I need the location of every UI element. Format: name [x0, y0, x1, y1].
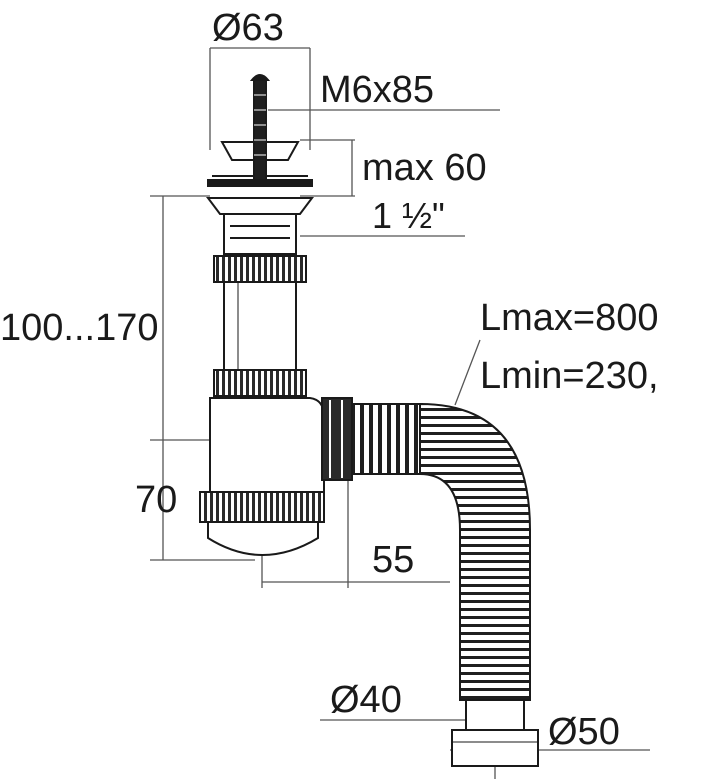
- label-outlet-diameter-small: Ø40: [330, 679, 402, 721]
- label-thread: 1 ½": [372, 195, 445, 236]
- vertical-tube: [223, 281, 297, 371]
- label-offset: 55: [372, 539, 414, 581]
- bellows-vertical: [459, 529, 531, 701]
- upper-nut: [213, 255, 307, 283]
- label-length-max: Lmax=800: [480, 297, 659, 339]
- bellows-bend: [419, 402, 532, 531]
- bottom-nut: [199, 491, 325, 523]
- label-length-min: Lmin=230,: [480, 355, 659, 397]
- label-max-thickness: max 60: [362, 147, 487, 189]
- middle-nut: [213, 369, 307, 397]
- screw: [249, 74, 271, 181]
- outlet-pipe: [451, 699, 539, 767]
- label-trap-height: 70: [135, 479, 177, 521]
- trap-body: [207, 397, 325, 556]
- side-nut: [321, 397, 353, 481]
- label-outlet-diameter-large: Ø50: [548, 711, 620, 753]
- bellows-horizontal: [351, 403, 423, 475]
- drain-flange: [206, 197, 314, 255]
- label-screw: M6x85: [320, 69, 434, 111]
- label-top-diameter: Ø63: [212, 7, 284, 49]
- label-height-range: 100...170: [0, 307, 158, 349]
